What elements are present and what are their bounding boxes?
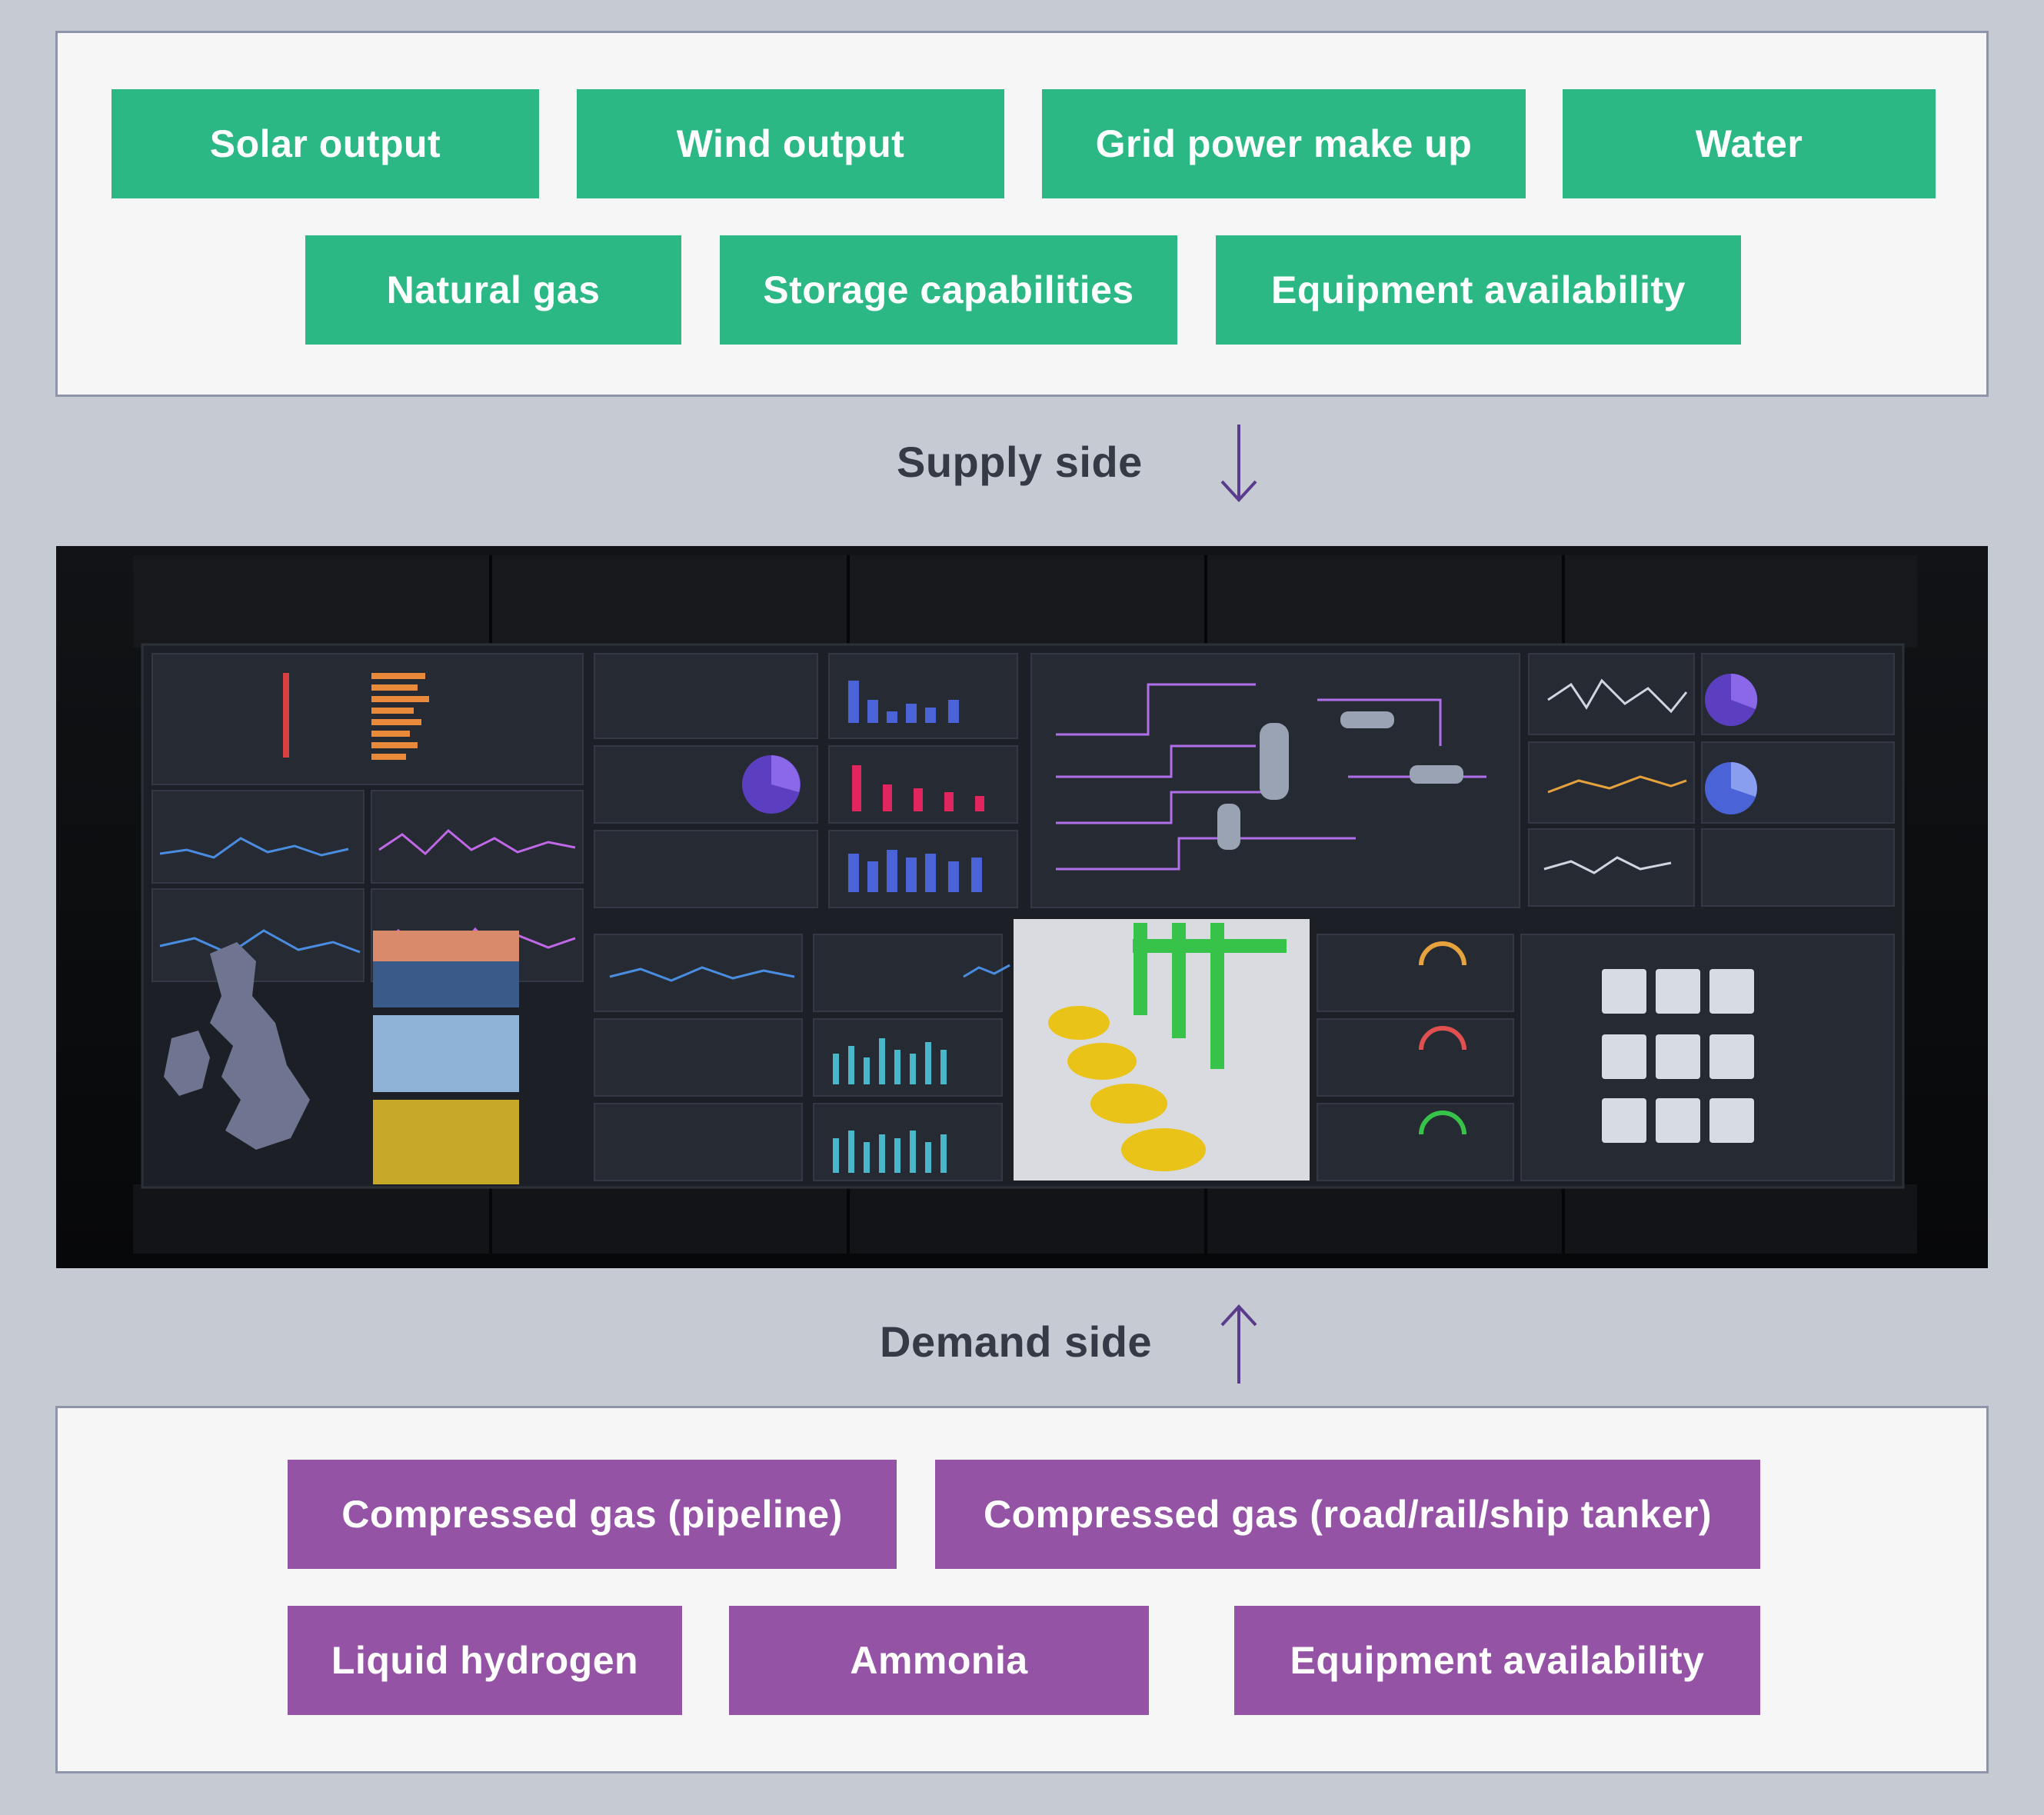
supply-panel: Solar output Wind output Grid power make…	[55, 31, 1989, 397]
demand-item-compressed-gas-pipeline: Compressed gas (pipeline)	[288, 1460, 897, 1569]
supply-item-water: Water	[1563, 89, 1936, 198]
supply-item-grid-power: Grid power make up	[1042, 89, 1526, 198]
demand-item-ammonia: Ammonia	[729, 1606, 1149, 1715]
demand-panel: Compressed gas (pipeline) Compressed gas…	[55, 1406, 1989, 1773]
demand-item-liquid-hydrogen: Liquid hydrogen	[288, 1606, 682, 1715]
supply-item-wind-output: Wind output	[577, 89, 1004, 198]
demand-side-label: Demand side	[880, 1317, 1153, 1366]
arrow-up-icon	[1220, 1304, 1257, 1384]
control-room-video-wall-image	[56, 546, 1988, 1268]
video-wall-graphic	[56, 546, 1988, 1268]
arrow-down-icon	[1220, 425, 1257, 502]
supply-side-label: Supply side	[897, 438, 1143, 486]
supply-item-storage-capabilities: Storage capabilities	[720, 235, 1177, 345]
demand-item-equipment-availability: Equipment availability	[1234, 1606, 1760, 1715]
supply-item-equipment-availability: Equipment availability	[1216, 235, 1741, 345]
supply-item-natural-gas: Natural gas	[305, 235, 681, 345]
supply-item-solar-output: Solar output	[112, 89, 539, 198]
demand-item-compressed-gas-tanker: Compressed gas (road/rail/ship tanker)	[935, 1460, 1760, 1569]
